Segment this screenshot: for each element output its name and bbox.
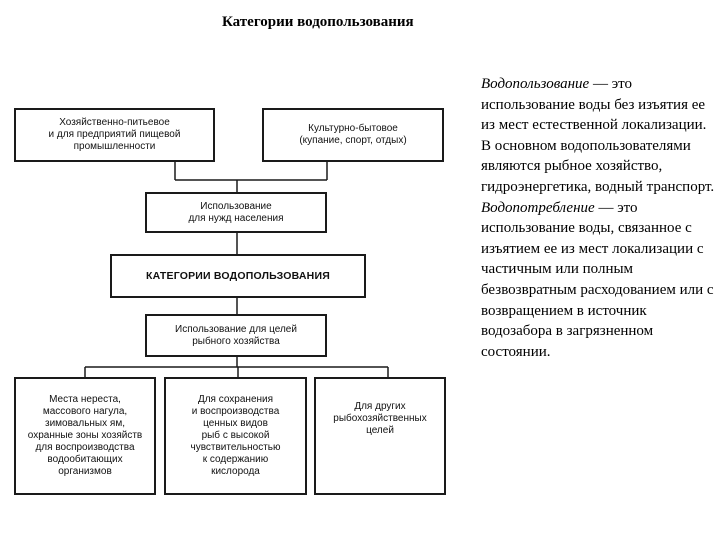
page-title: Категории водопользования	[222, 14, 414, 30]
text-water-use: это использование воды без изъятия ее из…	[481, 76, 715, 195]
box-water-use-categories: КАТЕГОРИИ ВОДОПОЛЬЗОВАНИЯ	[110, 254, 366, 298]
box-other-fishery: Для других рыбохозяйственных целей	[314, 377, 446, 495]
box-cultural-domestic: Культурно-бытовое (купание, спорт, отдых…	[262, 108, 444, 162]
dash-water-use: —	[589, 76, 612, 92]
term-water-consumption: Водопотребление	[481, 199, 595, 216]
box-fishery-use: Использование для целей рыбного хозяйств…	[145, 314, 327, 357]
term-water-use: Водопользование	[481, 76, 590, 92]
definitions-panel: Водопользование — это использование воды…	[481, 74, 717, 362]
definition-water-use: Водопользование — это использование воды…	[481, 74, 717, 198]
dash-water-consumption: —	[594, 199, 618, 216]
definition-water-consumption: Водопотребление — это использование воды…	[481, 198, 717, 363]
connector-lines	[84, 162, 389, 377]
box-spawning-areas: Места нереста, массового нагула, зимовал…	[14, 377, 156, 495]
text-water-consumption: это использование воды, связанное с изъя…	[481, 199, 714, 360]
box-population-needs: Использование для нужд населения	[145, 192, 327, 233]
box-valuable-species: Для сохранения и воспроизводства ценных …	[164, 377, 307, 495]
box-household-drinking: Хозяйственно-питьевое и для предприятий …	[14, 108, 215, 162]
